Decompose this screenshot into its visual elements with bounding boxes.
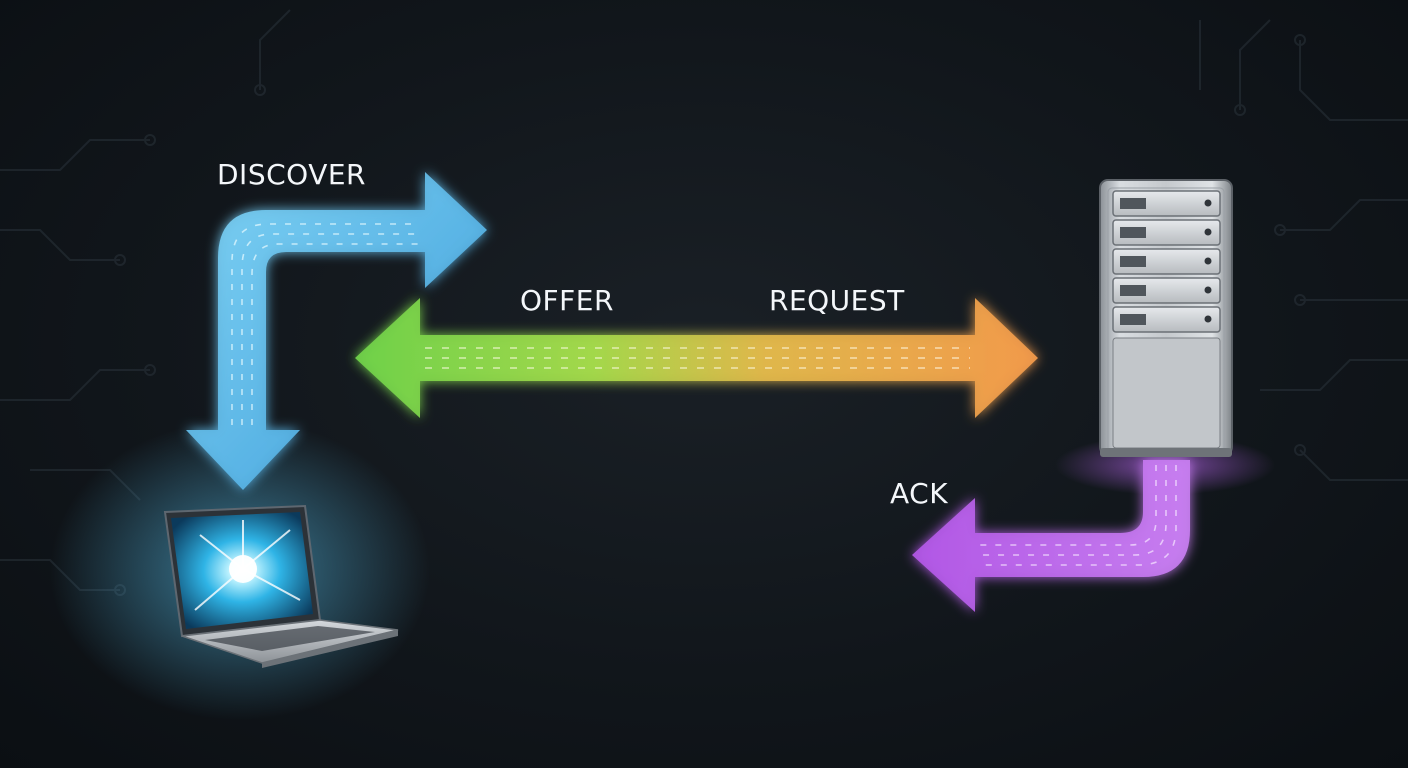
offer-label: OFFER <box>520 284 614 317</box>
server-bays <box>1112 190 1221 333</box>
discover-label: DISCOVER <box>217 158 366 191</box>
laptop-icon <box>163 504 399 668</box>
ack-label: ACK <box>890 477 948 510</box>
server-rack-icon <box>1099 179 1233 457</box>
ack-arrow <box>912 460 1190 612</box>
circuit-background <box>0 9 1408 596</box>
discover-arrow <box>186 172 487 490</box>
request-label: REQUEST <box>769 284 905 317</box>
offer-request-arrow <box>355 298 1038 418</box>
